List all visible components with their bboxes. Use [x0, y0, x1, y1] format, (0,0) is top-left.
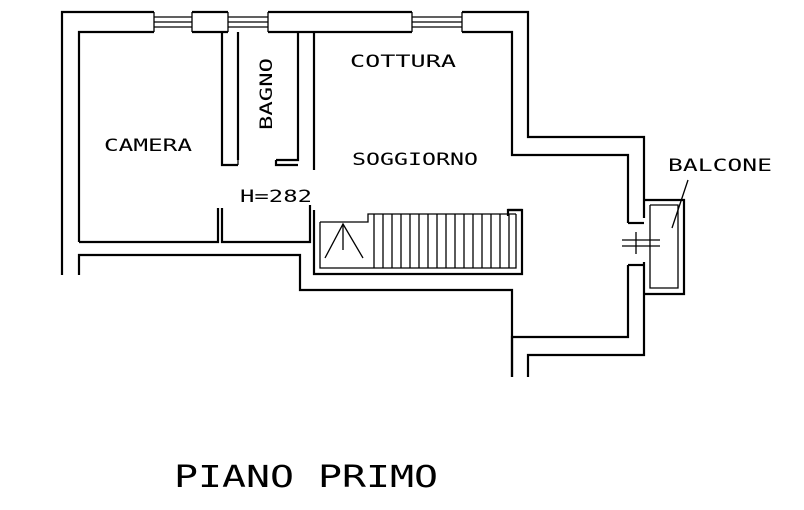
interior-walls [79, 32, 524, 276]
floor-title: PIANO PRIMO [174, 460, 438, 495]
staircase [319, 213, 517, 269]
room-label-camera: CAMERA [104, 136, 192, 156]
room-label-soggiorno: SOGGIORNO [352, 150, 478, 170]
height-note: H=282 [240, 187, 312, 207]
room-label-bagno: BAGNO [257, 58, 277, 130]
balcony [622, 179, 689, 296]
room-label-balcone: BALCONE [668, 156, 772, 176]
outer-walls [60, 10, 646, 377]
windows [153, 12, 463, 32]
room-label-cottura: COTTURA [350, 52, 456, 72]
